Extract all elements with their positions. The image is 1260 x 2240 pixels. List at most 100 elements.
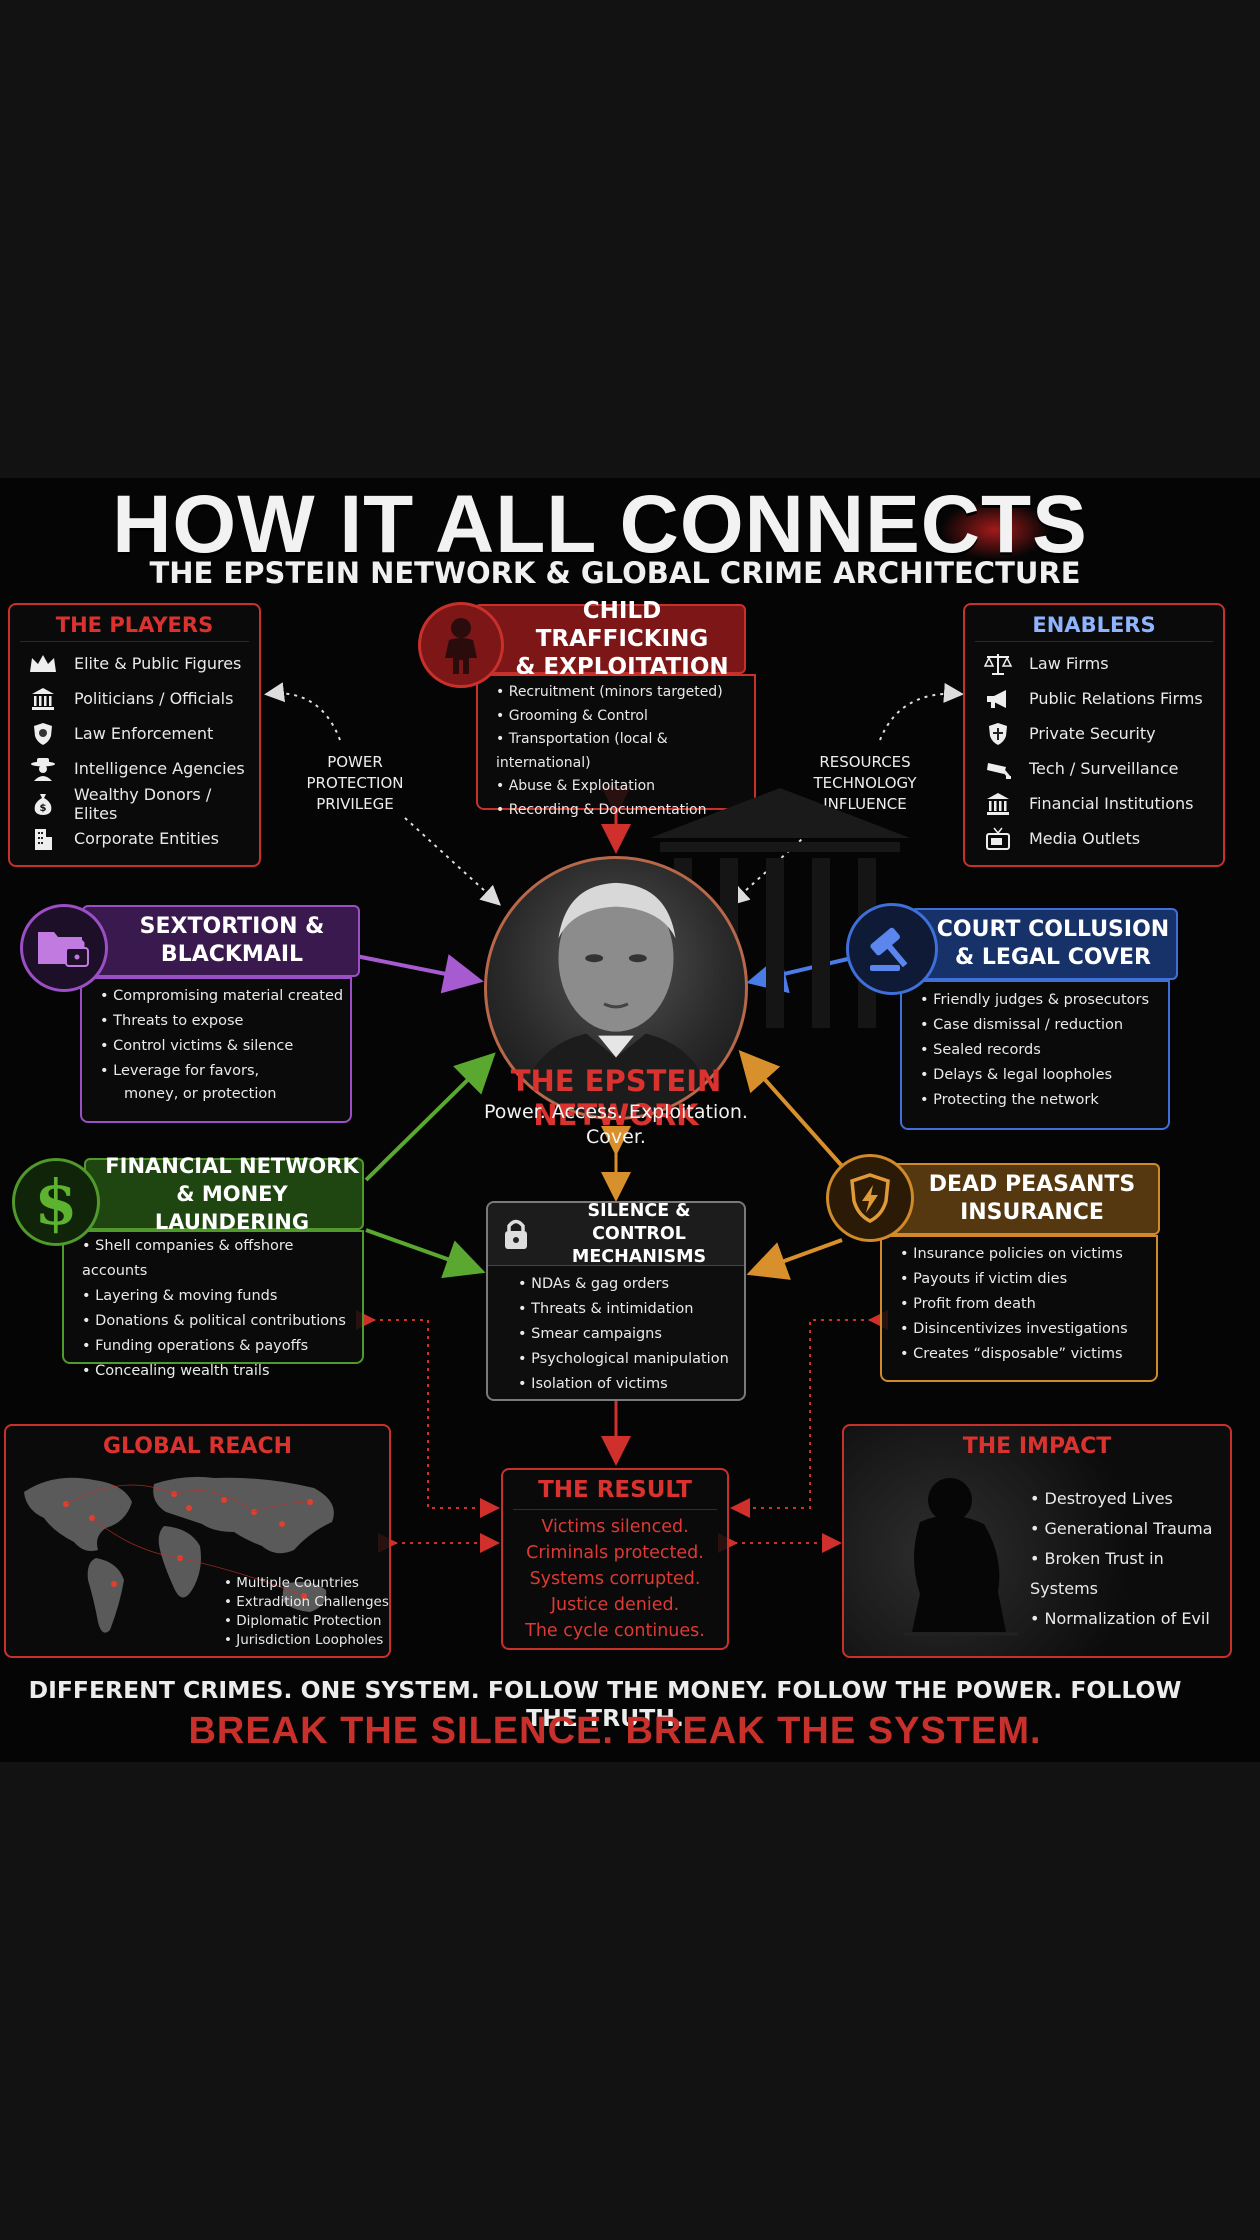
impact-item-text: Destroyed Lives: [1044, 1489, 1173, 1508]
enablers-item: Private Security: [965, 716, 1223, 751]
impact-item: • Generational Trauma: [1030, 1519, 1213, 1538]
court-title-banner: COURT COLLUSION & LEGAL COVER: [910, 908, 1178, 980]
link-label-line: POWER: [327, 753, 383, 771]
financial-title-banner: FINANCIAL NETWORK & MONEY LAUNDERING: [84, 1154, 364, 1234]
center-sub-line: Cover.: [586, 1126, 646, 1148]
players-item-label: Elite & Public Figures: [74, 654, 242, 673]
link-label-line: PRIVILEGE: [316, 795, 394, 813]
link-label-line: PROTECTION: [306, 774, 404, 792]
silence-item: Threats & intimidation: [518, 1297, 744, 1322]
page-title: HOW IT ALL CONNECTS: [112, 479, 1088, 570]
gavel-icon: [870, 927, 908, 971]
insurance-item: Payouts if victim dies: [900, 1267, 1156, 1292]
impact-item-text: Normalization of Evil: [1044, 1609, 1210, 1628]
financial-item: Donations & political contributions: [82, 1309, 362, 1334]
link-label-line: TECHNOLOGY: [813, 774, 917, 792]
players-panel: THE PLAYERS Elite & Public Figures Polit…: [8, 603, 261, 867]
impact-item-text: Broken Trust in Systems: [1030, 1549, 1164, 1598]
camera-icon: [981, 756, 1015, 782]
result-panel: THE RESULT Victims silenced. Criminals p…: [501, 1468, 729, 1650]
financial-item: Concealing wealth trails: [82, 1359, 362, 1384]
insurance-badge: [826, 1154, 914, 1242]
result-line: Justice denied.: [550, 1595, 680, 1615]
impact-item: • Destroyed Lives: [1030, 1489, 1173, 1508]
enablers-item: Tech / Surveillance: [965, 751, 1223, 786]
insurance-item: Profit from death: [900, 1292, 1156, 1317]
sextortion-item: Leverage for favors,: [100, 1059, 350, 1084]
enablers-item: Law Firms: [965, 646, 1223, 681]
result-line: Victims silenced.: [541, 1517, 689, 1537]
insurance-panel: Insurance policies on victims Payouts if…: [880, 1235, 1158, 1382]
enablers-item-label: Tech / Surveillance: [1029, 759, 1179, 778]
crown-icon: [26, 651, 60, 677]
badge-icon: [26, 721, 60, 747]
shield-icon: [981, 721, 1015, 747]
court-item: Sealed records: [920, 1038, 1168, 1063]
enablers-item: Financial Institutions: [965, 786, 1223, 821]
impact-item: • Normalization of Evil: [1030, 1609, 1210, 1628]
players-item-label: Corporate Entities: [74, 829, 219, 848]
court-panel: Friendly judges & prosecutors Case dismi…: [900, 980, 1170, 1130]
child-silhouette-icon: [445, 618, 477, 674]
silence-panel: SILENCE & CONTROL MECHANISMS NDAs & gag …: [486, 1201, 746, 1401]
global-reach-item-text: Extradition Challenges: [236, 1594, 389, 1610]
enablers-item-label: Public Relations Firms: [1029, 689, 1203, 708]
page-subtitle: THE EPSTEIN NETWORK & GLOBAL CRIME ARCHI…: [149, 556, 1081, 590]
footer-tagline: DIFFERENT CRIMES. ONE SYSTEM. FOLLOW THE…: [28, 1676, 1182, 1732]
paint-splash: [940, 500, 1050, 560]
money-bag-icon: $: [26, 791, 60, 817]
sextortion-item: Compromising material created: [100, 984, 350, 1009]
silence-item: Smear campaigns: [518, 1322, 744, 1347]
center-title: THE EPSTEIN NETWORK: [510, 1064, 722, 1132]
trafficking-badge: [418, 602, 504, 688]
financial-title-line2: & MONEY LAUNDERING: [154, 1182, 310, 1234]
megaphone-icon: [981, 686, 1015, 712]
sextortion-title-banner: SEXTORTION & BLACKMAIL: [82, 905, 360, 977]
impact-title: THE IMPACT: [962, 1434, 1112, 1459]
insurance-title-line2: INSURANCE: [960, 1200, 1104, 1225]
players-item: $ Wealthy Donors / Elites: [10, 785, 259, 823]
sextortion-item: Control victims & silence: [100, 1034, 350, 1059]
financial-panel: Shell companies & offshore accounts Laye…: [62, 1230, 364, 1379]
players-item-label: Law Enforcement: [74, 724, 214, 743]
world-map-icon: [24, 1476, 334, 1633]
financial-item: Layering & moving funds: [82, 1284, 362, 1309]
result-line: Criminals protected.: [526, 1543, 704, 1563]
court-title-line2: & LEGAL COVER: [955, 945, 1151, 970]
trafficking-item: Recruitment (minors targeted): [496, 681, 754, 705]
players-item: Elite & Public Figures: [10, 646, 259, 681]
center-sub-line: Power. Access. Exploitation.: [484, 1101, 748, 1123]
insurance-title-banner: DEAD PEASANTS INSURANCE: [888, 1163, 1160, 1235]
shield-bolt-icon: [850, 1173, 890, 1223]
court-title-line1: COURT COLLUSION: [936, 917, 1170, 942]
portrait-silhouette-icon: [516, 882, 716, 1117]
padlock-icon: [488, 1217, 544, 1251]
financial-item: Funding operations & payoffs: [82, 1334, 362, 1359]
enablers-item-label: Law Firms: [1029, 654, 1109, 673]
impact-item-text: Generational Trauma: [1044, 1519, 1213, 1538]
players-item: Intelligence Agencies: [10, 751, 259, 786]
insurance-title-line1: DEAD PEASANTS: [928, 1172, 1136, 1197]
global-reach-item: • Extradition Challenges: [224, 1594, 389, 1610]
bank-icon: [981, 791, 1015, 817]
power-link-label: POWER PROTECTION PRIVILEGE: [290, 752, 420, 815]
link-label-line: RESOURCES: [819, 753, 911, 771]
sextortion-item-cont: money, or protection: [124, 1086, 277, 1102]
players-item-label: Intelligence Agencies: [74, 759, 245, 778]
spy-icon: [26, 756, 60, 782]
infographic-poster: HOW IT ALL CONNECTS THE EPSTEIN NETWORK …: [0, 478, 1260, 1762]
global-reach-item-text: Multiple Countries: [236, 1575, 359, 1591]
trafficking-title-banner: CHILD TRAFFICKING & EXPLOITATION: [474, 598, 746, 680]
dollar-icon: $: [34, 1165, 78, 1239]
resources-link-label: RESOURCES TECHNOLOGY INFLUENCE: [800, 752, 930, 815]
insurance-item: Insurance policies on victims: [900, 1242, 1156, 1267]
building-icon: [26, 826, 60, 852]
silence-title-line2: MECHANISMS: [571, 1246, 707, 1267]
connector-arrows: [264, 682, 964, 1553]
players-item: Law Enforcement: [10, 716, 259, 751]
sextortion-badge: [20, 904, 108, 992]
global-reach-item: • Jurisdiction Loopholes: [224, 1632, 384, 1648]
silence-item: NDAs & gag orders: [518, 1272, 744, 1297]
capitol-icon: [26, 686, 60, 712]
trafficking-item: Recording & Documentation: [496, 799, 754, 823]
